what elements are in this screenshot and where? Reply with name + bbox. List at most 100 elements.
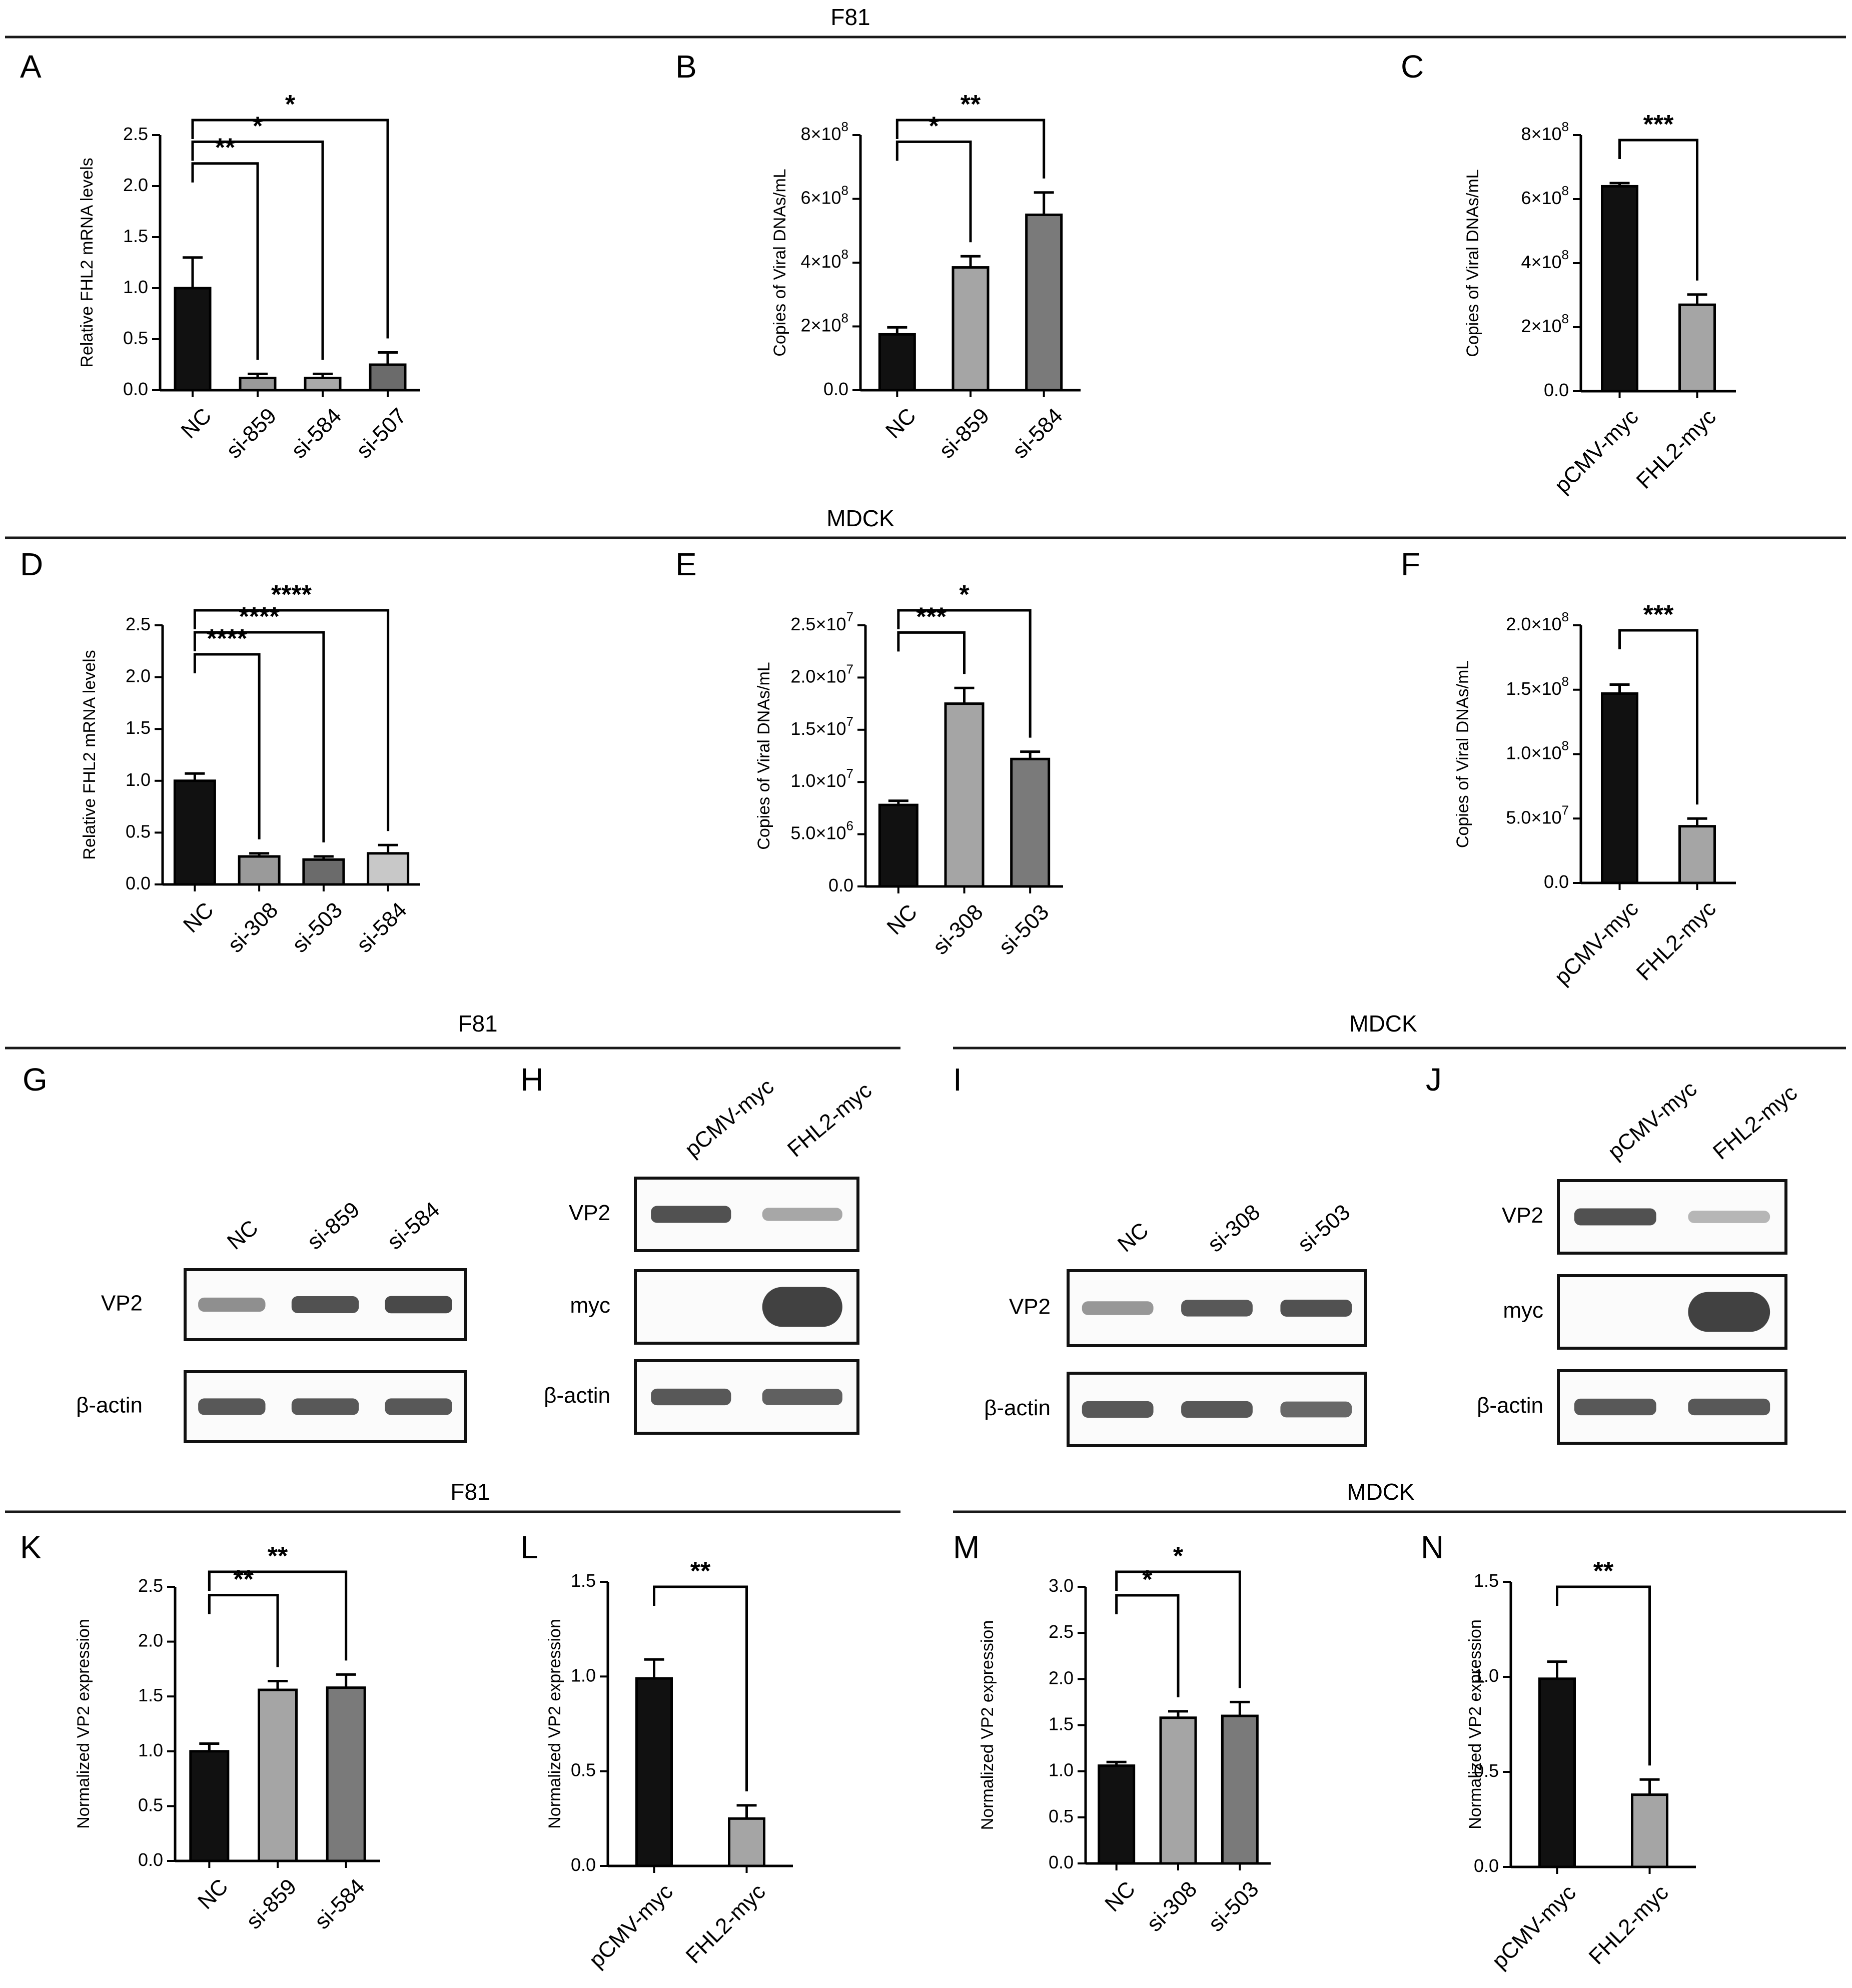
category-label: NC bbox=[882, 899, 922, 939]
category-label: si-503 bbox=[994, 899, 1054, 959]
significance-bracket bbox=[1115, 1594, 1180, 1697]
y-tick-label: 1.5×108 bbox=[1506, 674, 1569, 699]
blot-band bbox=[291, 1296, 359, 1313]
y-axis-label: Normalized VP2 expression bbox=[978, 1620, 997, 1830]
bar-nc bbox=[1098, 1764, 1136, 1865]
bar-nc bbox=[878, 333, 916, 392]
y-tick-label: 8×108 bbox=[1521, 119, 1569, 144]
section-title-mdck-blot: MDCK bbox=[1349, 1011, 1417, 1037]
category-label: si-308 bbox=[928, 899, 988, 959]
section-title-f81-blot: F81 bbox=[458, 1011, 497, 1037]
y-tick-label: 2.5 bbox=[1049, 1621, 1074, 1642]
panel-letter-k: K bbox=[20, 1529, 42, 1565]
bar-si-308 bbox=[1159, 1716, 1197, 1865]
significance-label: *** bbox=[916, 602, 947, 631]
blot-band bbox=[1181, 1401, 1253, 1418]
bar-pcmv-myc bbox=[635, 1677, 673, 1867]
blot-band bbox=[291, 1398, 359, 1415]
blot-band bbox=[1688, 1398, 1770, 1416]
lane-label: si-859 bbox=[303, 1197, 364, 1255]
bar-fhl2-myc bbox=[728, 1817, 765, 1867]
blot-band bbox=[198, 1398, 266, 1415]
y-tick-label: 0.5 bbox=[126, 821, 151, 841]
y-tick-label: 5.0×106 bbox=[790, 818, 853, 843]
category-label: pCMV-myc bbox=[1550, 404, 1643, 498]
lane-label: pCMV-myc bbox=[1603, 1077, 1701, 1165]
category-label: si-503 bbox=[288, 897, 347, 957]
significance-label: *** bbox=[1643, 110, 1674, 139]
bar-si-584 bbox=[367, 852, 410, 886]
y-axis-label: Normalized VP2 expression bbox=[545, 1619, 564, 1829]
y-tick-label: 0.0 bbox=[1544, 871, 1569, 892]
bar-nc bbox=[189, 1750, 230, 1862]
significance-label: ** bbox=[690, 1557, 711, 1586]
lane-label: si-503 bbox=[1293, 1200, 1355, 1257]
y-tick-label: 0.5 bbox=[138, 1794, 163, 1815]
bar-pcmv-myc bbox=[1538, 1677, 1576, 1868]
panel-letter-l: L bbox=[520, 1529, 538, 1565]
blot-band bbox=[651, 1388, 731, 1406]
bar-fhl2-myc bbox=[1631, 1793, 1668, 1868]
category-label: NC bbox=[1100, 1876, 1140, 1916]
category-label: FHL2-myc bbox=[1584, 1880, 1673, 1969]
bar-si-308 bbox=[238, 855, 281, 886]
category-label: pCMV-myc bbox=[584, 1879, 678, 1972]
blot-band bbox=[198, 1297, 266, 1312]
significance-label: * bbox=[253, 112, 263, 141]
significance-bracket bbox=[193, 631, 325, 843]
panel-letter-b: B bbox=[675, 49, 697, 85]
y-tick-label: 2×108 bbox=[800, 310, 848, 335]
significance-label: * bbox=[959, 580, 970, 609]
y-tick-label: 1.5 bbox=[571, 1570, 596, 1591]
significance-label: ** bbox=[233, 1565, 254, 1594]
category-label: FHL2-myc bbox=[1632, 896, 1721, 985]
y-tick-label: 2.5×107 bbox=[790, 609, 853, 634]
y-tick-label: 0.5 bbox=[571, 1759, 596, 1780]
y-tick-label: 2×108 bbox=[1521, 311, 1569, 336]
panel-letter-h: H bbox=[520, 1062, 543, 1098]
panel-letter-g: G bbox=[23, 1062, 48, 1098]
bar-fhl2-myc bbox=[1678, 303, 1716, 393]
y-tick-label: 1.0 bbox=[126, 769, 151, 789]
y-tick-label: 0.5 bbox=[123, 328, 148, 348]
chart-panel-e: 0.05.0×1061.0×1071.5×1072.0×1072.5×107Co… bbox=[754, 580, 1063, 959]
lane-label: si-584 bbox=[383, 1197, 444, 1255]
bar-si-859 bbox=[952, 266, 990, 392]
blot-band bbox=[1574, 1398, 1656, 1416]
blot-row-label: β-actin bbox=[76, 1393, 143, 1418]
bar-si-584 bbox=[1025, 213, 1063, 392]
blot-row-label: VP2 bbox=[1502, 1203, 1543, 1228]
y-tick-label: 2.5 bbox=[123, 124, 148, 144]
y-tick-label: 1.0×108 bbox=[1506, 738, 1569, 763]
y-tick-label: 2.0 bbox=[123, 175, 148, 195]
significance-bracket bbox=[895, 140, 972, 243]
y-axis-label: Relative FHL2 mRNA levels bbox=[78, 158, 97, 367]
panel-letter-m: M bbox=[953, 1529, 980, 1565]
y-tick-label: 1.0 bbox=[1474, 1665, 1499, 1686]
blot-row-label: β-actin bbox=[984, 1396, 1051, 1420]
blot-band bbox=[1280, 1300, 1352, 1317]
bar-si-584 bbox=[304, 377, 342, 392]
significance-bracket bbox=[1618, 139, 1698, 281]
y-tick-label: 2.0×108 bbox=[1506, 609, 1569, 634]
section-title-f81-bottom: F81 bbox=[450, 1479, 490, 1505]
y-tick-label: 1.5 bbox=[123, 226, 148, 246]
y-tick-label: 1.5 bbox=[1474, 1570, 1499, 1591]
category-label: si-584 bbox=[1008, 403, 1067, 463]
blot-band bbox=[762, 1389, 842, 1405]
category-label: si-859 bbox=[935, 403, 994, 463]
y-axis-label: Copies of Viral DNAs/mL bbox=[1453, 660, 1472, 848]
bar-si-507 bbox=[369, 363, 407, 392]
blot-row-label: β-actin bbox=[544, 1383, 610, 1408]
y-tick-label: 0.0 bbox=[126, 873, 151, 893]
y-axis-label: Relative FHL2 mRNA levels bbox=[80, 650, 99, 859]
significance-label: **** bbox=[207, 624, 248, 653]
blot-band bbox=[1082, 1401, 1154, 1418]
bar-si-503 bbox=[1010, 757, 1051, 888]
bar-si-503 bbox=[302, 858, 345, 886]
significance-label: ** bbox=[215, 134, 236, 163]
significance-bracket bbox=[208, 1594, 279, 1667]
